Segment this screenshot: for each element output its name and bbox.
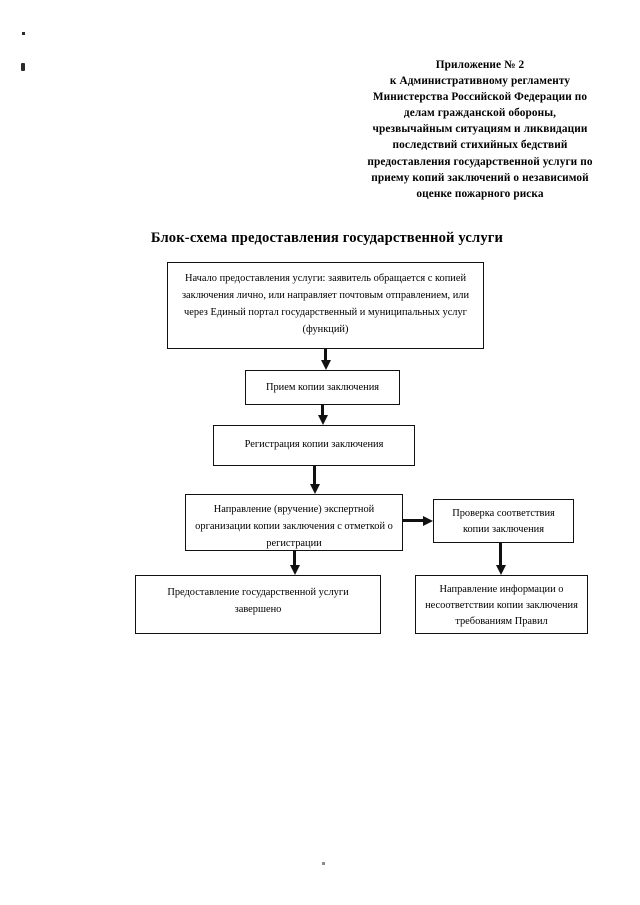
flow-node-accept-label: Прием копии заключения: [265, 382, 380, 393]
flow-arrow-start-to-accept: [324, 349, 327, 361]
appendix-line-5: чрезвычайным ситуациям и ликвидации: [372, 123, 588, 136]
flow-node-service-completed: Предоставление государственной услуги за…: [135, 575, 381, 634]
appendix-line-8: приему копий заключений о независимой: [371, 171, 589, 184]
appendix-line-1: Приложение № 2: [435, 59, 525, 71]
flow-node-accept: Прием копии заключения: [245, 370, 400, 405]
flow-arrow-send-to-check: [403, 519, 424, 522]
flow-node-mismatch-notice: Направление информации о несоответствии …: [415, 575, 588, 634]
flow-arrow-accept-to-registration: [321, 405, 324, 416]
appendix-header: Приложение № 2 к Административному регла…: [330, 57, 630, 202]
flow-node-send-to-expert: Направление (вручение) экспертной органи…: [185, 494, 403, 551]
scan-speck-icon: [22, 32, 25, 35]
appendix-line-3: Министерства Российской Федерации по: [372, 91, 588, 104]
scan-speck-icon: [322, 862, 325, 865]
flow-node-check-compliance-label: Проверка соответствия копии заключения: [452, 508, 555, 535]
appendix-line-7: предоставления государственной услуги по: [367, 155, 593, 168]
flow-node-start: Начало предоставления услуги: заявитель …: [167, 262, 484, 349]
flow-node-check-compliance: Проверка соответствия копии заключения: [433, 499, 574, 543]
appendix-line-6: последствий стихийных бедствий: [392, 139, 568, 152]
flow-node-registration-label: Регистрация копии заключения: [244, 439, 384, 450]
appendix-line-4: делам гражданской обороны,: [403, 107, 557, 120]
scan-speck-icon: [21, 63, 25, 71]
appendix-line-2: к Административному регламенту: [389, 75, 571, 88]
flow-node-service-completed-label: Предоставление государственной услуги за…: [167, 587, 349, 615]
flow-node-send-to-expert-label: Направление (вручение) экспертной органи…: [195, 504, 393, 549]
flow-arrow-check-to-mismatch: [499, 543, 502, 566]
flow-node-start-label: Начало предоставления услуги: заявитель …: [181, 273, 470, 335]
appendix-line-9: оценке пожарного риска: [416, 187, 544, 200]
flow-node-registration: Регистрация копии заключения: [213, 425, 415, 466]
flow-node-mismatch-notice-label: Направление информации о несоответствии …: [425, 584, 578, 627]
page-title: Блок-схема предоставления государственно…: [150, 230, 504, 246]
flow-arrow-send-to-completed: [293, 551, 296, 566]
flow-arrow-registration-to-send: [313, 466, 316, 485]
